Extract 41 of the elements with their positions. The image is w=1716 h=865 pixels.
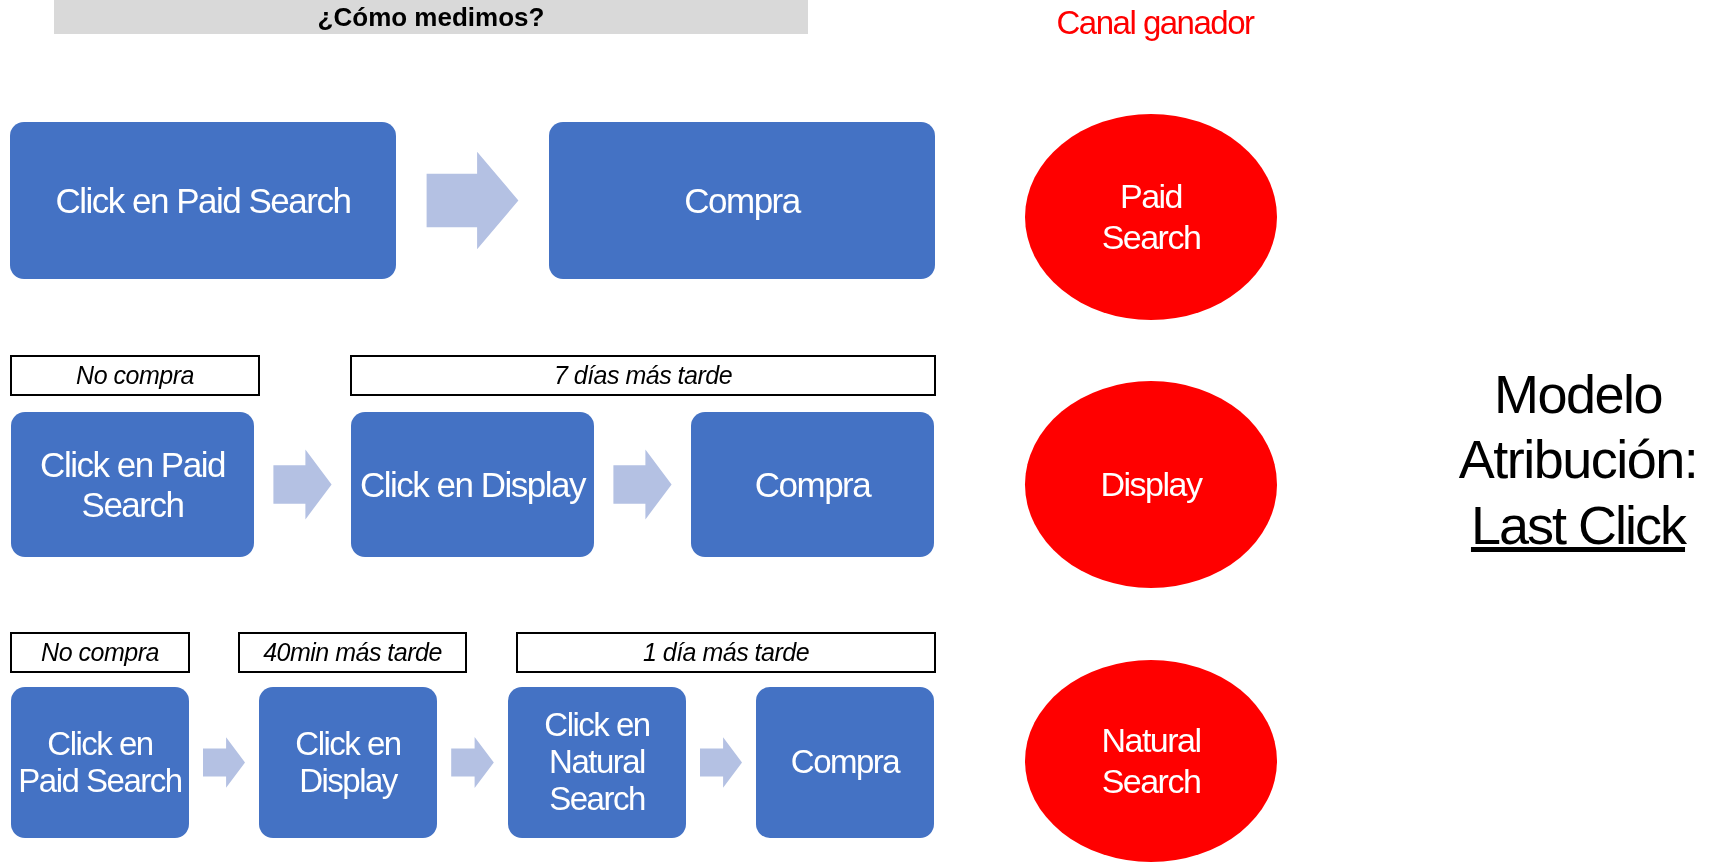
- step-box: [351, 412, 594, 557]
- model-name: Last Click: [1469, 494, 1688, 556]
- step-label: Click en Paid Search: [17, 725, 183, 800]
- step-box: [508, 687, 686, 838]
- note-box: [350, 355, 936, 396]
- note-text: No compra: [41, 638, 159, 667]
- channel-heading: Canal ganador: [1055, 4, 1255, 42]
- step-label: Click en Natural Search: [543, 707, 651, 818]
- step-label: Click en Paid Search: [55, 180, 351, 221]
- step-label: Compra: [684, 180, 800, 221]
- step-label: Compra: [790, 744, 900, 781]
- step-box: [11, 412, 254, 557]
- note-text: No compra: [76, 361, 194, 390]
- note-box: [10, 355, 260, 396]
- block-arrow: [700, 737, 742, 788]
- note-text: 40min más tarde: [263, 638, 442, 667]
- block-arrow: [203, 737, 245, 788]
- note-box: [10, 632, 190, 673]
- step-label: Compra: [754, 464, 871, 505]
- step-box: [259, 687, 437, 838]
- channel-label: Paid Search: [1100, 176, 1202, 258]
- note-text: 1 día más tarde: [642, 638, 810, 667]
- step-label: Click en Display: [360, 464, 585, 505]
- title: ¿Cómo medimos?: [317, 1, 545, 33]
- step-box: [11, 687, 189, 838]
- step-label: Click en Display: [294, 725, 402, 800]
- step-label: Click en Paid Search: [39, 445, 226, 524]
- block-arrow: [273, 449, 332, 520]
- model-heading: Modelo Atribución:: [1457, 363, 1699, 491]
- channel-label: Natural Search: [1100, 720, 1202, 802]
- block-arrow: [451, 736, 494, 789]
- block-arrow: [426, 151, 519, 250]
- note-text: 7 días más tarde: [553, 361, 733, 390]
- channel-label: Display: [1100, 464, 1202, 505]
- step-box: [691, 412, 934, 557]
- note-box: [238, 632, 467, 673]
- step-box: [10, 122, 396, 279]
- step-box: [756, 687, 934, 838]
- note-box: [516, 632, 936, 673]
- step-box: [549, 122, 935, 279]
- block-arrow: [613, 449, 672, 520]
